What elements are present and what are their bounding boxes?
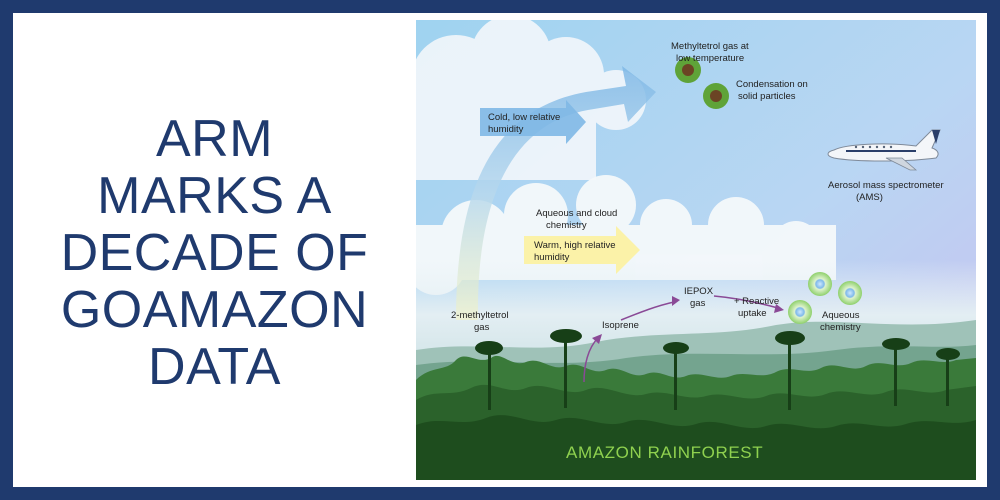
aqueous-cloud-label-1: Aqueous and cloud bbox=[536, 208, 617, 219]
tree-silhouettes bbox=[475, 329, 960, 410]
isoprene-to-iepox-arrow bbox=[620, 301, 675, 321]
condensation-label-2: solid particles bbox=[738, 91, 796, 102]
arrow-heads bbox=[592, 296, 784, 344]
methyltetrol-particle-2 bbox=[703, 83, 729, 109]
iepox-to-aqueous-arrow bbox=[713, 295, 779, 309]
iepox-label-1: IEPOX bbox=[684, 286, 714, 297]
cold-label-2: humidity bbox=[488, 124, 524, 135]
headline-line-2: MARKS A bbox=[97, 166, 332, 225]
warm-label-1: Warm, high relative bbox=[534, 240, 615, 251]
cold-label-1: Cold, low relative bbox=[488, 112, 560, 123]
aqueous-cloud-label-2: chemistry bbox=[546, 220, 587, 231]
airplane-icon bbox=[827, 129, 941, 171]
aqueous-chem-label-2: chemistry bbox=[820, 322, 861, 333]
forest-canopy bbox=[416, 355, 976, 480]
warm-label-2: humidity bbox=[534, 252, 570, 263]
methyltetrol-gas-label-1: Methyltetrol gas at bbox=[671, 41, 749, 52]
headline: ARM MARKS A DECADE OF GOAMAZON DATA bbox=[60, 109, 369, 396]
isoprene-label: Isoprene bbox=[602, 320, 639, 331]
chemistry-diagram: Cold, low relative humidity Warm, high r… bbox=[416, 20, 976, 480]
diagram-canvas: Cold, low relative humidity Warm, high r… bbox=[416, 20, 976, 480]
aqueous-droplet-2 bbox=[838, 281, 862, 305]
methyltetrol-gas-label-2: low temperature bbox=[676, 53, 744, 64]
reactive-label-1: + Reactive bbox=[734, 296, 779, 307]
aqueous-droplet-3 bbox=[788, 300, 812, 324]
iepox-label-2: gas bbox=[690, 298, 706, 309]
methyltetrol-particle-1 bbox=[675, 57, 701, 83]
cold-humidity-arrow bbox=[480, 100, 586, 144]
ams-label-2: (AMS) bbox=[856, 192, 883, 203]
headline-line-1: ARM bbox=[155, 109, 274, 168]
warm-humidity-arrow bbox=[524, 226, 640, 274]
headline-line-5: DATA bbox=[148, 337, 281, 396]
reactive-label-2: uptake bbox=[738, 308, 767, 319]
condensation-label-1: Condensation on bbox=[736, 79, 808, 90]
aqueous-droplet-1 bbox=[808, 272, 832, 296]
forest-label: AMAZON RAINFOREST bbox=[566, 443, 763, 462]
ams-label-1: Aerosol mass spectrometer bbox=[828, 180, 944, 191]
methyltetrol-left-label-1: 2-methyltetrol bbox=[451, 310, 509, 321]
methyltetrol-left-label-2: gas bbox=[474, 322, 490, 333]
headline-line-4: GOAMAZON bbox=[60, 280, 369, 339]
aqueous-chem-label-1: Aqueous bbox=[822, 310, 860, 321]
headline-line-3: DECADE OF bbox=[60, 223, 369, 282]
headline-panel: ARM MARKS A DECADE OF GOAMAZON DATA bbox=[13, 13, 416, 487]
